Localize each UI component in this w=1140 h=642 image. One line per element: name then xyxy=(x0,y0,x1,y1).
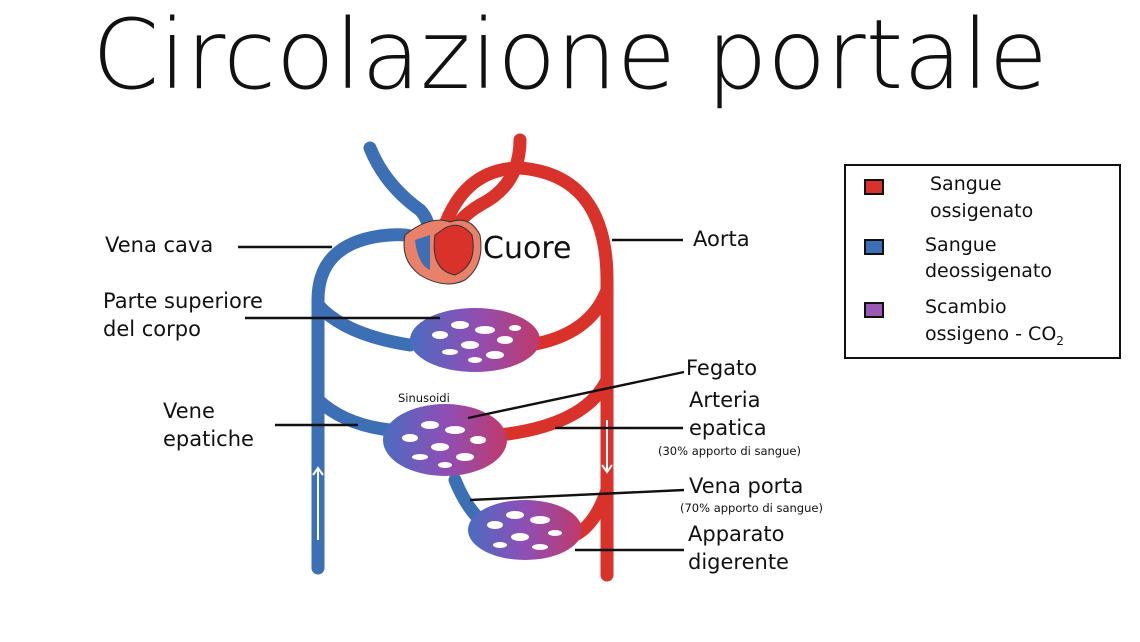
legend-swatch-purple xyxy=(864,302,884,318)
legend-text: ossigeno - CO xyxy=(925,323,1056,345)
label-liver: Fegato xyxy=(686,356,757,380)
label-hepatic-artery-1: Arteria xyxy=(689,388,761,412)
legend-item-exchange: Scambio ossigeno - CO2 xyxy=(864,296,1064,348)
label-aorta: Aorta xyxy=(693,227,750,251)
label-digestive-2: digerente xyxy=(688,550,789,574)
label-portal-vein: Vena porta xyxy=(689,474,803,498)
label-hepatic-veins-1: Vene xyxy=(163,399,215,423)
heart-icon xyxy=(403,219,482,285)
label-hepatic-artery-2: epatica xyxy=(689,416,767,440)
capillary-bed-upper-body xyxy=(410,308,540,372)
svg-text:ossigeno - CO2: ossigeno - CO2 xyxy=(925,323,1064,348)
label-hepatic-veins-2: epatiche xyxy=(163,427,254,451)
legend-swatch-red xyxy=(864,179,884,195)
label-sinusoids: Sinusoidi xyxy=(398,391,450,405)
label-upper-body-2: del corpo xyxy=(103,317,201,341)
label-portal-vein-note: (70% apporto di sangue) xyxy=(680,501,823,515)
legend-item-deoxygenated: Sangue deossigenato xyxy=(864,234,1052,282)
legend-text: Scambio xyxy=(925,296,1007,318)
capillary-bed-digestive xyxy=(468,500,582,560)
label-hepatic-artery-note: (30% apporto di sangue) xyxy=(658,444,801,458)
legend-text: deossigenato xyxy=(925,260,1052,282)
legend-swatch-blue xyxy=(864,239,884,255)
label-digestive-1: Apparato xyxy=(688,522,784,546)
legend-text: Sangue xyxy=(930,173,1002,195)
legend-text: ossigenato xyxy=(930,200,1033,222)
legend-item-oxygenated: Sangue ossigenato xyxy=(864,173,1033,222)
legend-subscript: 2 xyxy=(1056,334,1064,348)
legend: Sangue ossigenato Sangue deossigenato Sc… xyxy=(844,164,1121,359)
label-upper-body-1: Parte superiore xyxy=(103,289,263,313)
page-title: Circolazione portale xyxy=(92,0,1048,111)
label-heart: Cuore xyxy=(483,231,571,266)
legend-text: Sangue xyxy=(925,234,997,256)
label-vena-cava: Vena cava xyxy=(105,233,213,257)
leader-lines xyxy=(238,238,685,552)
capillary-bed-liver xyxy=(383,404,507,476)
